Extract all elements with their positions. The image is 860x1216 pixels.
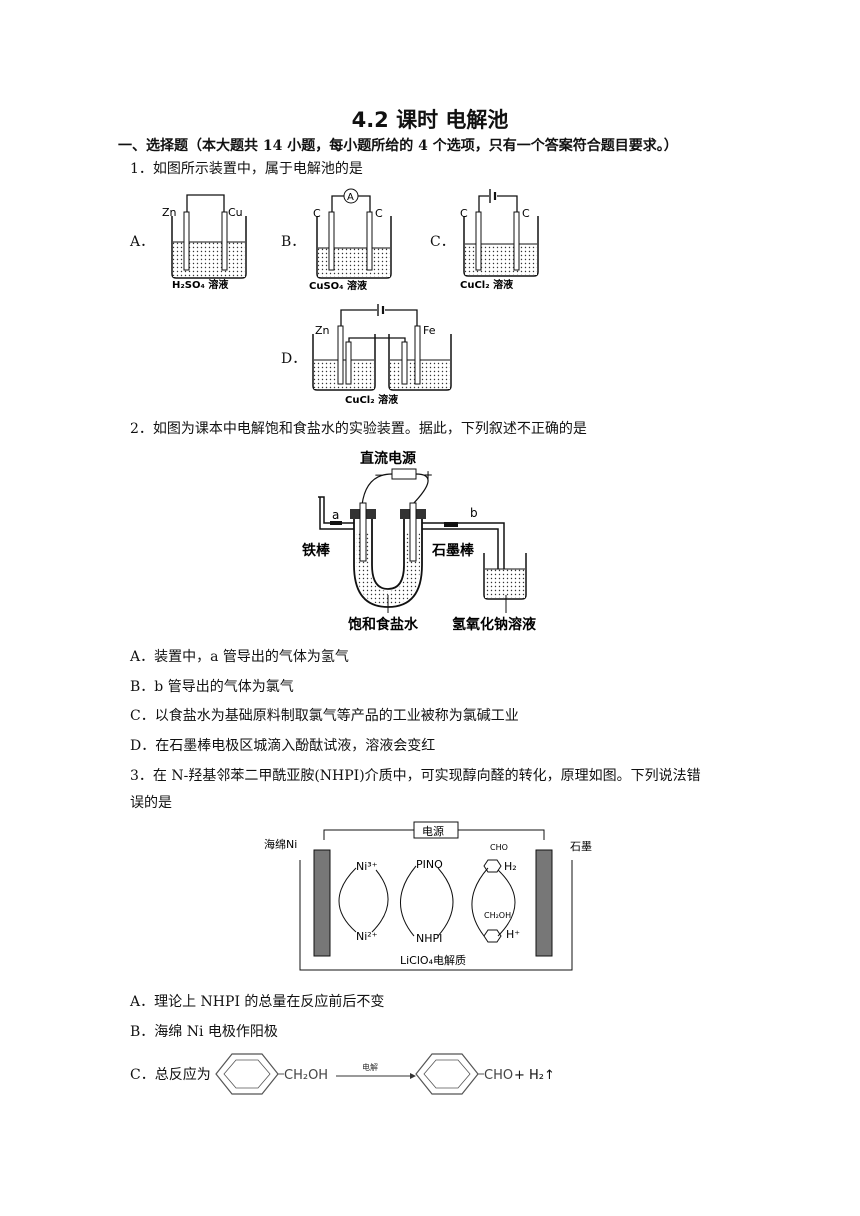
q1-option-d-label: D． (281, 351, 307, 367)
eq-plus-product: + H₂↑ (514, 1068, 555, 1083)
fig-a-right-electrode: Cu (228, 206, 243, 219)
fig-a-left-electrode: Zn (162, 206, 177, 219)
fig-tube-b-label: b (470, 506, 478, 520)
eq-reactant-group: CH₂OH (284, 1068, 328, 1083)
fig-iron-label: 铁棒 (302, 542, 331, 559)
benzene-ring-icon (215, 1053, 279, 1095)
fig-naoh-label: 氢氧化钠溶液 (452, 616, 537, 633)
fig3-ch2oh-label: CH₂OH (484, 911, 511, 920)
fig-b-left-electrode: C (313, 207, 321, 220)
fig3-power-label: 电源 (422, 824, 444, 838)
q2-figure: 直流电源 − + a b 铁棒 石墨棒 饱和食盐水 氢氧化钠溶液 (302, 450, 537, 633)
benzene-ring-icon (483, 859, 502, 873)
q2-option-c: C．以食盐水为基础原料制取氯气等产品的工业被称为氯碱工业 (130, 708, 519, 724)
benzene-ring-icon (415, 1053, 479, 1095)
fig3-left-electrode-label: 海绵Ni (264, 837, 297, 851)
q1-option-c-label: C． (430, 234, 455, 250)
fig3-electrolyte-label: LiClO₄电解质 (400, 953, 466, 967)
sponge-ni-electrode (313, 849, 331, 957)
fig3-nhpi-label: NHPI (416, 932, 442, 945)
fig3-ni2-label: Ni²⁺ (356, 930, 378, 943)
power-source-icon (413, 821, 459, 839)
q1-figure-a: Zn Cu H₂SO₄ 溶液 (162, 194, 247, 290)
fig-b-solution: CuSO₄ 溶液 (309, 279, 367, 292)
q2-stem: 2．如图为课本中电解饱和食盐水的实验装置。据此，下列叙述不正确的是 (130, 421, 587, 437)
q1-stem: 1．如图所示装置中，属于电解池的是 (130, 161, 363, 177)
fig3-right-electrode-label: 石墨 (570, 840, 592, 853)
q3-stem-line1: 3．在 N-羟基邻苯二甲酰亚胺(NHPI)介质中，可实现醇向醛的转化，原理如图。… (130, 768, 701, 784)
eq-arrow-label: 电解 (362, 1062, 378, 1072)
fig3-pino-label: PINO (416, 858, 443, 871)
fig-c-right-electrode: C (522, 207, 530, 220)
fig-graphite-label: 石墨棒 (431, 542, 475, 559)
q3-stem-line2: 误的是 (130, 795, 172, 811)
fig-plus-label: + (423, 468, 433, 482)
benzene-ring-icon (483, 929, 502, 943)
fig3-cho-label: CHO (490, 843, 508, 852)
graphite-electrode (535, 849, 553, 957)
fig-brine-label: 饱和食盐水 (348, 616, 419, 633)
fig-power-label: 直流电源 (360, 450, 416, 467)
fig-a-solution: H₂SO₄ 溶液 (172, 278, 228, 290)
fig-c-solution: CuCl₂ 溶液 (460, 278, 513, 291)
q1-figure-d: Zn Fe CuCl₂ 溶液 (312, 304, 452, 406)
q2-option-a: A．装置中，a 管导出的气体为氢气 (130, 649, 349, 665)
section-heading: 一、选择题（本大题共 14 小题，每小题所给的 4 个选项，只有一个答案符合题目… (118, 138, 678, 154)
q3-option-a: A．理论上 NHPI 的总量在反应前后不变 (130, 994, 385, 1010)
fig-minus-label: − (374, 468, 384, 482)
fig3-hplus-label: H⁺ (506, 928, 520, 941)
fig3-h2-label: H₂ (504, 860, 517, 873)
page-title: 4.2 课时 电解池 (351, 108, 509, 132)
eq-product-group: CHO (484, 1068, 513, 1083)
fig-d-right-electrode: Fe (423, 324, 436, 337)
q3-figure: 电源 海绵Ni 石墨 Ni³⁺ Ni²⁺ PINO NHPI CHO H₂ CH… (264, 821, 592, 971)
q1-figure-b: A C C CuSO₄ 溶液 (309, 188, 392, 292)
q3-option-b: B．海绵 Ni 电极作阳极 (130, 1024, 278, 1040)
fig-tube-a-label: a (332, 508, 339, 522)
fig-b-right-electrode: C (375, 207, 383, 220)
q1-option-b-label: B． (281, 234, 306, 250)
fig-d-left-electrode: Zn (315, 324, 330, 337)
q2-option-d: D．在石墨棒电极区城滴入酚酞试液，溶液会变红 (130, 738, 436, 754)
fig-b-meter: A (347, 192, 354, 203)
dc-source-icon (391, 468, 417, 480)
fig-c-left-electrode: C (460, 207, 468, 220)
q1-option-a-label: A． (130, 234, 155, 250)
ammeter-icon (343, 188, 359, 204)
q2-option-b: B．b 管导出的气体为氯气 (130, 679, 294, 695)
q3-option-c-equation: CH₂OH 电解 CHO + H₂↑ (215, 1053, 555, 1095)
q3-option-c-label: C．总反应为 (130, 1067, 211, 1083)
fig3-ni3-label: Ni³⁺ (356, 860, 378, 873)
fig-d-solution: CuCl₂ 溶液 (345, 393, 398, 406)
q1-figure-c: C C CuCl₂ 溶液 (460, 189, 539, 291)
